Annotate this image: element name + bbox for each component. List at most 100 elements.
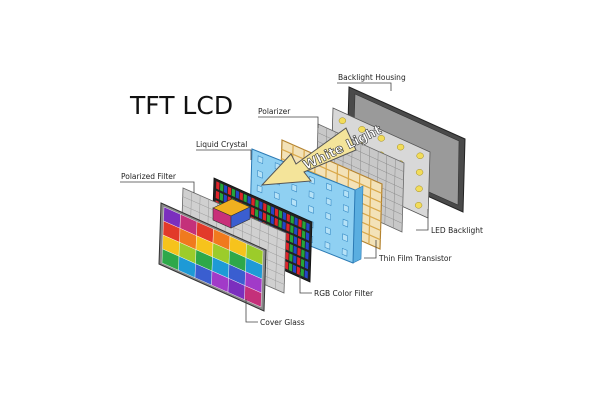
rgb-filter-subpixel — [301, 230, 306, 239]
liquid-crystal-cell — [308, 190, 315, 200]
rgb-filter-subpixel — [288, 262, 293, 272]
rgb-filter-subpixel — [274, 217, 278, 227]
rgb-filter-subpixel — [278, 210, 283, 219]
label-cover-glass: Cover Glass — [260, 318, 305, 327]
rgb-filter-subpixel — [270, 206, 275, 216]
liquid-crystal-cell — [291, 183, 298, 193]
rgb-filter-subpixel — [305, 241, 309, 251]
rgb-filter-subpixel — [220, 183, 224, 192]
rgb-filter-subpixel — [297, 247, 301, 257]
liquid-crystal-cell — [342, 204, 349, 213]
rgb-filter-subpixel — [282, 221, 286, 230]
rgb-filter-subpixel — [293, 255, 297, 264]
liquid-crystal-cell — [325, 211, 332, 221]
liquid-crystal-cell — [308, 205, 314, 214]
leader-liquid-crystal — [196, 149, 252, 160]
liquid-crystal-cell — [325, 226, 331, 236]
diagram-title: TFT LCD — [129, 91, 233, 120]
liquid-crystal-cell — [325, 197, 332, 206]
rgb-filter-subpixel — [293, 236, 298, 245]
rgb-filter-subpixel — [219, 192, 224, 202]
rgb-filter-subpixel — [278, 219, 282, 229]
label-thin-film-transistor: Thin Film Transistor — [378, 254, 453, 263]
rgb-filter-subpixel — [263, 202, 267, 212]
label-rgb-color-filter: RGB Color Filter — [314, 289, 374, 298]
rgb-filter-subpixel — [290, 224, 294, 234]
rgb-filter-subpixel — [227, 186, 232, 196]
label-backlight-housing: Backlight Housing — [338, 73, 406, 82]
label-polarizer: Polarizer — [258, 107, 291, 116]
cover-glass-color-cells — [161, 206, 264, 308]
label-led-backlight: LED Backlight — [431, 226, 483, 235]
rgb-filter-subpixel — [255, 199, 259, 208]
rgb-filter-subpixel — [306, 222, 310, 232]
rgb-filter-subpixel — [289, 253, 293, 262]
rgb-filter-subpixel — [259, 201, 263, 210]
cover-glass-cell — [244, 285, 262, 308]
rgb-filter-subpixel — [301, 249, 305, 258]
rgb-filter-subpixel — [231, 188, 236, 198]
led-dot — [416, 152, 424, 160]
rgb-filter-subpixel — [305, 251, 309, 260]
rgb-filter-subpixel — [267, 204, 271, 214]
rgb-filter-subpixel — [274, 208, 279, 217]
leader-led-backlight — [416, 209, 429, 231]
rgb-filter-subpixel — [296, 266, 301, 276]
rgb-filter-subpixel — [223, 194, 227, 204]
leader-polarizer — [258, 116, 319, 128]
rgb-filter-subpixel — [300, 268, 304, 277]
liquid-crystal-cell — [257, 155, 264, 165]
rgb-filter-subpixel — [297, 256, 301, 266]
led-dot — [396, 143, 405, 151]
white-light-arrow-shape — [260, 127, 357, 186]
liquid-crystal-cell — [324, 241, 331, 250]
leader-backlight-housing — [337, 82, 392, 91]
liquid-crystal-cell — [342, 233, 348, 243]
liquid-crystal-cell — [273, 191, 280, 201]
rgb-filter-subpixel — [235, 190, 240, 199]
liquid-crystal-cell — [341, 247, 348, 257]
leader-rgb-color-filter — [299, 272, 312, 294]
liquid-crystal-cell — [256, 184, 263, 194]
rgb-filter-subpixel — [298, 228, 302, 238]
rgb-filter-subpixel — [297, 237, 302, 247]
rgb-filter-subpixel — [216, 181, 220, 190]
led-dot — [415, 185, 423, 193]
rgb-filter-subpixel — [239, 192, 243, 201]
polarized-filter-grid-line — [266, 225, 270, 286]
rgb-filter-subpixel — [304, 260, 309, 270]
rgb-filter-subpixel — [251, 197, 255, 207]
leader-polarized-filter — [120, 181, 195, 193]
led-dot — [338, 117, 347, 124]
liquid-crystal-cell — [326, 182, 332, 192]
rgb-filter-subpixel — [282, 211, 287, 221]
rgb-filter-subpixel — [266, 214, 271, 223]
rgb-filter-subpixel — [251, 206, 255, 216]
rgb-filter-subpixel — [292, 264, 297, 274]
led-dot — [414, 202, 423, 209]
rgb-filter-subpixel — [305, 232, 310, 241]
cover-glass-layer — [158, 202, 267, 312]
rgb-filter-subpixel — [293, 245, 297, 255]
rgb-filter-subpixel — [223, 184, 228, 194]
rgb-filter-subpixel — [294, 217, 298, 226]
tft-grid-line — [368, 179, 372, 245]
leader-thin-film-transistor — [364, 240, 377, 259]
rgb-filter-subpixel — [290, 215, 294, 224]
liquid-crystal-cell — [257, 169, 263, 179]
rgb-filter-subpixel — [270, 215, 274, 225]
polarized-filter-grid-line — [275, 229, 278, 290]
led-dot — [415, 169, 424, 176]
rgb-filter-subpixel — [262, 212, 267, 221]
liquid-crystal-cell — [342, 218, 349, 228]
rgb-filter-subpixel — [300, 258, 305, 268]
liquid-crystal-cell — [291, 198, 297, 207]
rgb-filter-subpixel — [301, 239, 305, 249]
rgb-filter-subpixel — [289, 243, 293, 253]
rgb-filter-subpixel — [286, 213, 290, 223]
rgb-filter-subpixel — [298, 218, 302, 228]
label-polarized-filter: Polarized Filter — [121, 172, 177, 181]
rgb-filter-subpixel — [284, 261, 289, 270]
